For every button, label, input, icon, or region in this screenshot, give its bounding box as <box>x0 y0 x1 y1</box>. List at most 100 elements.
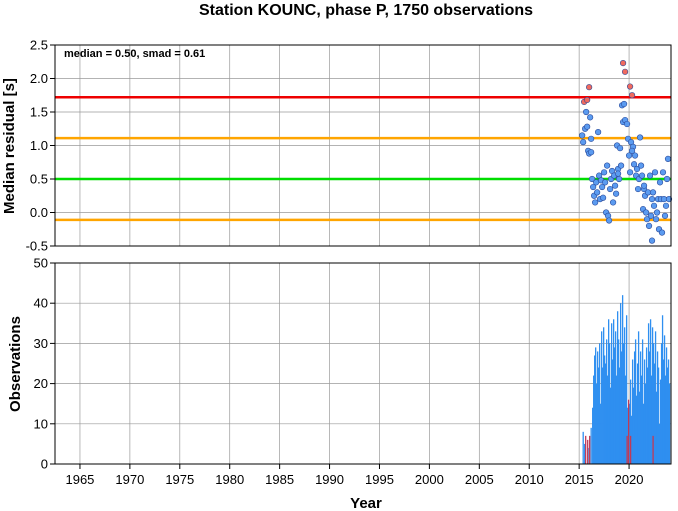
residual-point <box>626 169 634 176</box>
x-tick-label: 1980 <box>215 472 244 487</box>
residual-point <box>579 132 586 139</box>
top-y-axis-label: Median residual [s] <box>1 78 18 214</box>
observation-bar <box>647 323 650 464</box>
observation-bar <box>609 387 612 464</box>
outlier-bar <box>627 399 630 464</box>
observation-bar <box>656 351 659 464</box>
residual-point <box>602 179 609 186</box>
top-grid <box>55 44 671 247</box>
residual-point <box>659 169 667 176</box>
observation-bar <box>664 375 667 464</box>
observation-bar <box>632 387 635 464</box>
observation-bar <box>622 343 625 464</box>
bottom-y-tick-label: 0 <box>41 457 48 472</box>
observation-bar <box>630 415 633 464</box>
observation-bar <box>658 423 661 464</box>
observation-bar <box>653 363 656 464</box>
observation-bar <box>613 347 616 464</box>
residual-point <box>584 123 591 130</box>
reference-lines <box>55 96 671 222</box>
residual-point <box>589 175 596 183</box>
observation-bar <box>602 367 604 464</box>
observation-bar <box>623 327 626 464</box>
observation-bar <box>638 391 641 464</box>
observation-bar <box>661 315 664 464</box>
observation-bar <box>625 315 628 464</box>
observation-bar <box>584 443 586 464</box>
observation-bar <box>601 331 603 464</box>
residual-point <box>652 216 660 223</box>
bottom-y-tick-label: 20 <box>34 376 48 391</box>
residual-point <box>592 199 599 206</box>
observation-bar <box>596 383 598 464</box>
observation-bar <box>657 367 660 464</box>
residual-point <box>616 145 624 152</box>
x-tick-label: 1965 <box>65 472 94 487</box>
residual-point <box>636 134 644 141</box>
residual-point <box>595 129 602 136</box>
observation-bar <box>594 355 596 464</box>
observation-bar <box>628 403 631 464</box>
observation-bar <box>631 359 634 464</box>
residual-point <box>583 108 590 116</box>
observation-bar <box>641 339 644 464</box>
observation-bar <box>605 363 607 464</box>
bottom-y-tick-label: 50 <box>34 256 48 271</box>
x-tick-label: 2000 <box>415 472 444 487</box>
observation-bar <box>646 367 649 464</box>
residual-point <box>662 202 670 209</box>
top-y-tick-label: 0.0 <box>30 205 48 220</box>
residual-point <box>604 162 611 169</box>
residual-point <box>634 185 642 193</box>
observation-bar <box>604 355 606 464</box>
observation-bar <box>607 375 609 464</box>
observation-bar <box>582 431 584 464</box>
observation-bar <box>608 343 611 464</box>
residual-point <box>643 216 651 223</box>
observation-bar <box>666 367 669 464</box>
observation-bar <box>598 367 600 464</box>
residual-point <box>606 185 614 193</box>
outlier-point <box>621 68 629 75</box>
residual-point <box>587 114 594 121</box>
residual-point <box>656 179 664 186</box>
residual-point <box>658 229 666 236</box>
observation-bar <box>660 343 663 464</box>
residual-point <box>580 139 587 146</box>
residual-point <box>642 209 650 216</box>
observation-bar <box>599 343 601 464</box>
residual-point <box>623 120 631 128</box>
outlier-point <box>619 59 627 67</box>
x-tick-label: 2015 <box>565 472 594 487</box>
residual-point <box>647 212 655 219</box>
residual-point <box>651 169 659 176</box>
observation-bar <box>665 347 668 464</box>
observation-bar <box>645 347 648 464</box>
observation-bar <box>637 331 640 464</box>
observation-bars <box>582 295 671 464</box>
top-y-tick-label: -0.5 <box>26 239 48 254</box>
observation-bar <box>635 395 638 464</box>
observation-bar <box>593 375 595 464</box>
observation-bar <box>662 359 665 464</box>
residual-point <box>633 165 641 173</box>
observation-bar <box>618 367 621 464</box>
residual-point <box>665 196 673 203</box>
x-tick-label: 1995 <box>365 472 394 487</box>
observation-bar <box>603 327 605 464</box>
observation-bar <box>640 375 643 464</box>
residual-point <box>600 194 607 201</box>
residual-point <box>631 152 639 159</box>
residual-point <box>653 209 661 216</box>
top-y-tick-label: 1.0 <box>30 138 48 153</box>
residual-point <box>649 189 657 196</box>
outlier-point <box>626 83 634 90</box>
observation-bar <box>621 295 624 464</box>
observation-bar <box>650 375 653 464</box>
observation-bar <box>659 379 662 464</box>
observation-bar <box>654 331 657 464</box>
outlier-bar <box>629 435 632 464</box>
top-y-tick-label: 2.0 <box>30 71 48 86</box>
